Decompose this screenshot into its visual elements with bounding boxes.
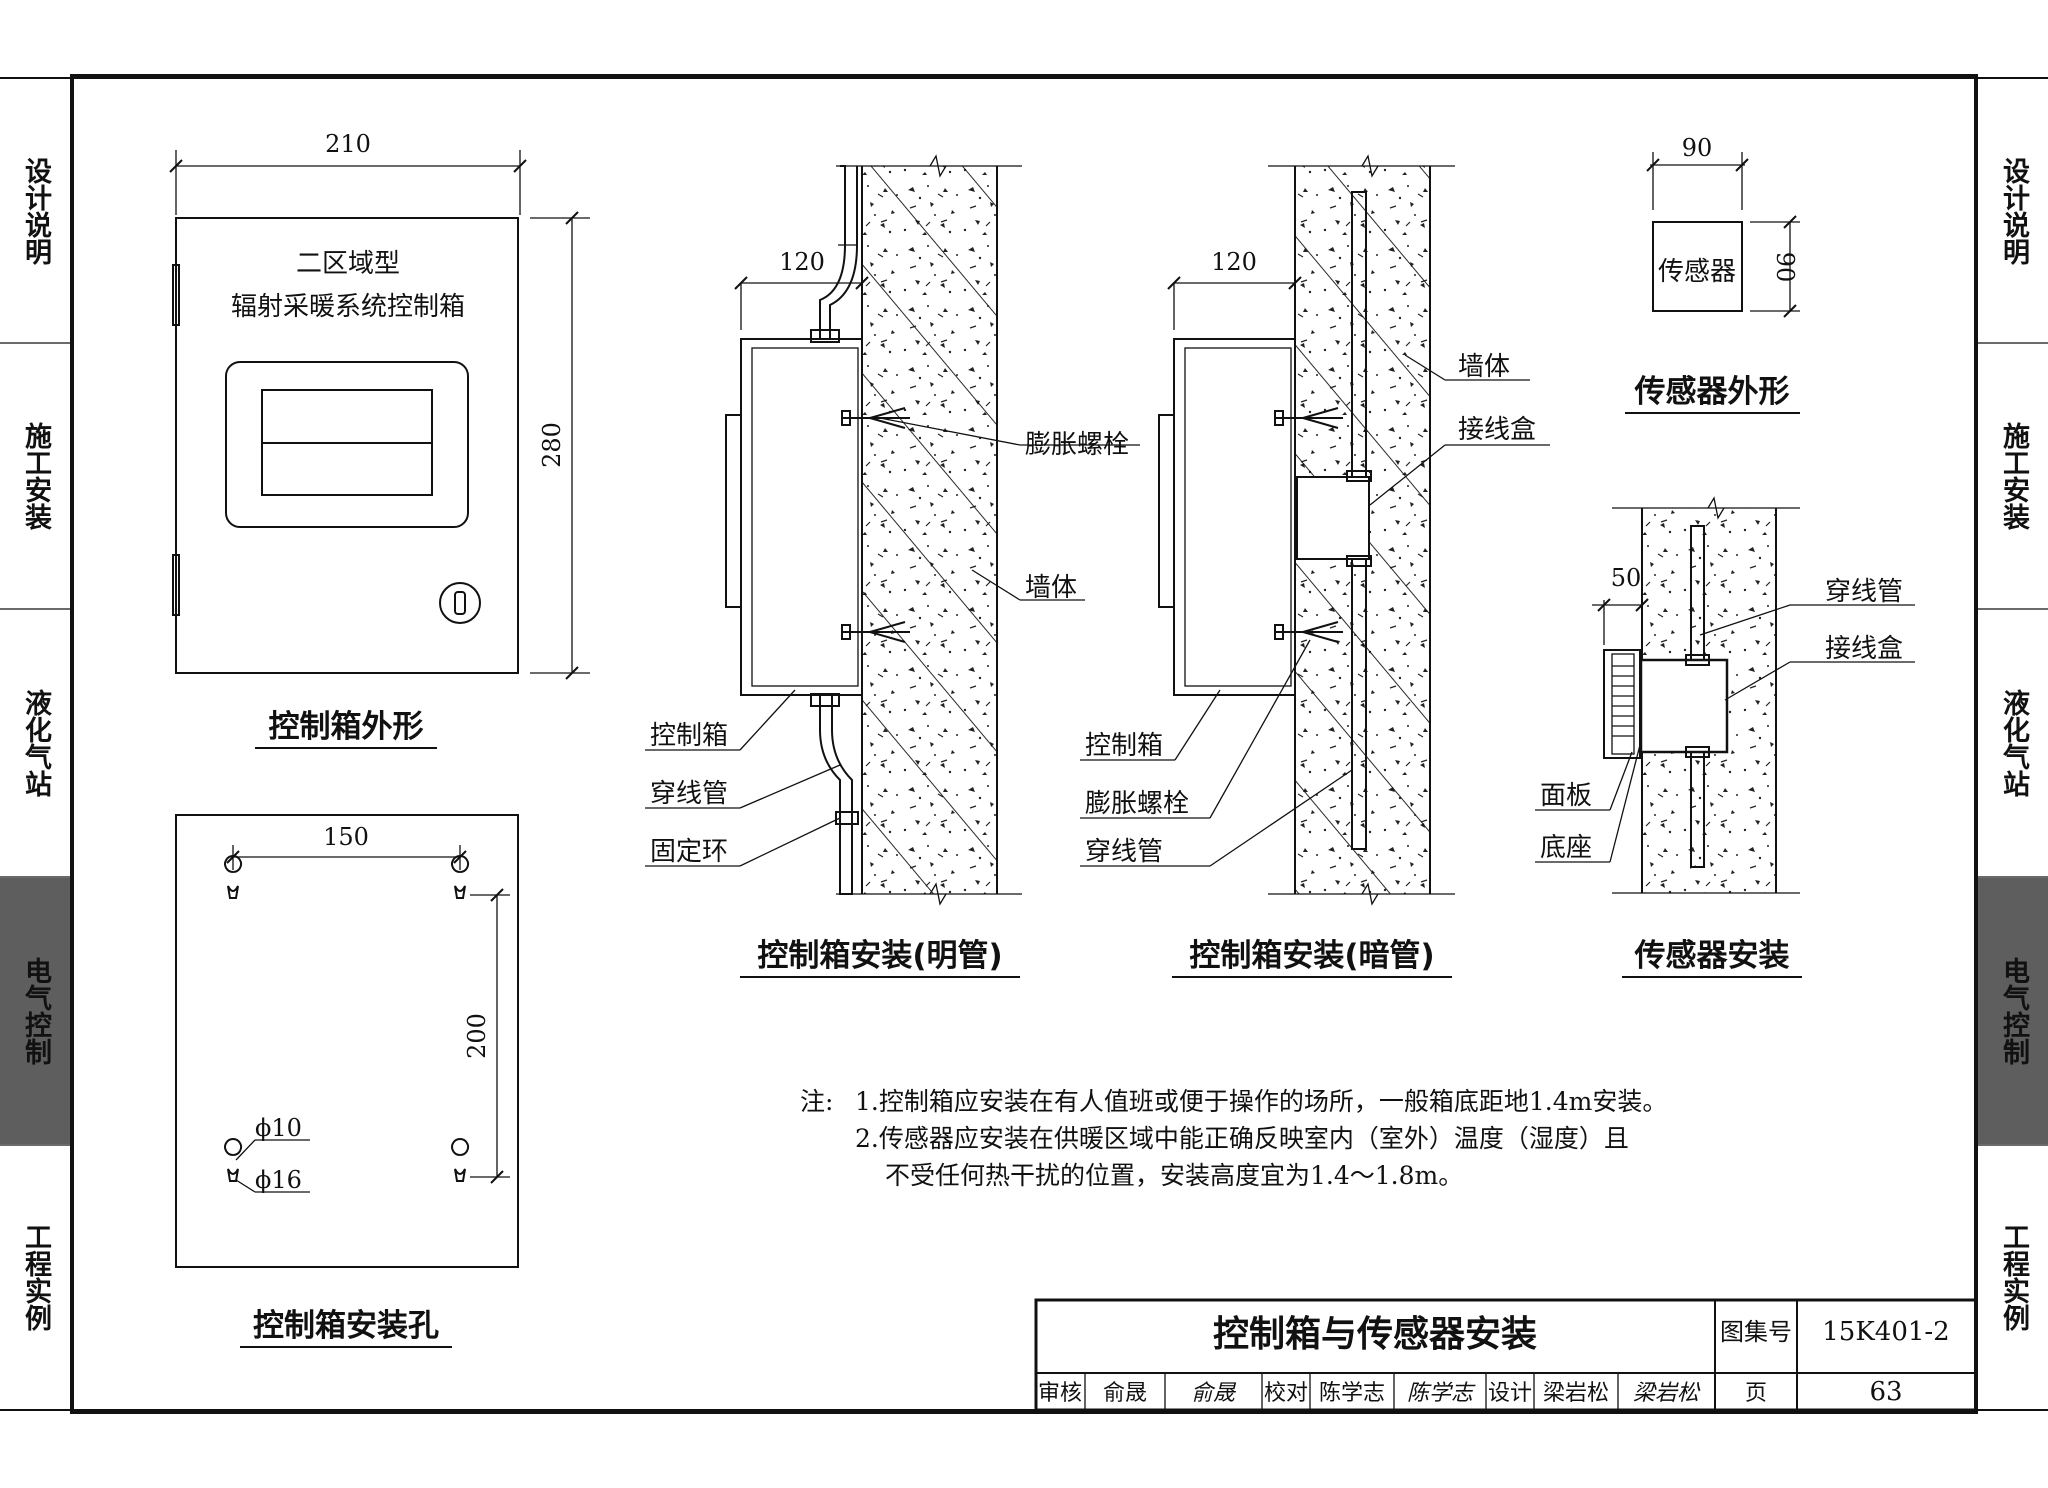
sensor-junction-box [1639,658,1729,754]
sensor-outline [1652,221,1743,312]
drawing-title: 控制箱与传感器安装 [1213,1314,1537,1355]
box-type-line1: 二区域型 [296,249,400,279]
expansion-bolt-bottom [841,621,910,643]
sensor-width-dim: 90 [1682,134,1713,162]
concealed-conduit-bottom [1351,558,1367,850]
concealed-label-bolt: 膨胀螺栓 [1085,789,1189,819]
surface-label-bolt: 膨胀螺栓 [1025,430,1129,460]
concealed-label-wall: 墙体 [1458,352,1510,382]
sensor-conduit-top [1690,525,1705,661]
concealed-box-handle [1158,414,1175,608]
side-tab-electrical-right[interactable]: 电气控制 [1978,878,2048,1144]
sensor-install-view: 50 穿线管 接线盒 面板 底座 传感器安装 [1535,496,1915,978]
concealed-conduit-top [1351,191,1367,478]
box-height-dim: 280 [538,422,566,468]
concealed-label-conduit: 穿线管 [1085,837,1163,867]
review-label: 审核 [1038,1381,1082,1406]
box-front-title: 控制箱外形 [269,709,424,745]
box-type-line2: 辐射采暖系统控制箱 [231,292,465,322]
concealed-bolt-bottom [1274,621,1343,643]
side-tab-design-notes[interactable]: 设计说明 [20,157,51,265]
check-label: 校对 [1264,1381,1308,1406]
surface-label-conduit: 穿线管 [650,779,728,809]
surface-box-handle [725,414,742,608]
mounting-plate-outline [175,814,519,1268]
surface-install-title: 控制箱安装(明管) [757,938,1002,974]
note-3: 不受任何热干扰的位置，安装高度宜为1.4～1.8m。 [885,1161,1463,1190]
surface-dim-120: 120 [779,248,825,276]
design-label: 设计 [1488,1381,1532,1406]
keyhole-bottom-left [224,1138,242,1182]
surface-control-box [740,338,863,696]
sensor-label-jbox: 接线盒 [1825,634,1903,664]
control-box-outline [175,217,519,674]
box-holes-title: 控制箱安装孔 [253,1308,439,1344]
surface-install-view: 120 膨胀螺栓 墙体 控制箱 穿线管 固定环 控制箱安装(明管) [645,154,1140,978]
box-width-dim: 210 [325,130,371,158]
notes: 注: 1.控制箱应安装在有人值班或便于操作的场所，一般箱底距地1.4m安装。 2… [800,1087,1667,1190]
concealed-control-box [1173,338,1296,696]
sensor-shape-title: 传感器外形 [1634,374,1790,410]
side-tab-construction[interactable]: 施工安装 [20,422,51,530]
checker-name: 陈学志 [1319,1381,1385,1406]
sensor-conduit-bottom [1690,751,1705,868]
control-box-holes-view: 150 200 ϕ10 ϕ16 控制箱安装孔 [175,814,519,1348]
hole-phi16-label: ϕ16 [255,1166,302,1194]
keyhole-bottom-right [451,1138,469,1182]
concealed-install-view: 120 墙体 接线盒 控制箱 膨胀螺栓 穿线管 控制箱安装(暗管) [1080,154,1550,978]
hole-phi10-label: ϕ10 [255,1114,302,1142]
reviewer-signature: 俞晟 [1191,1381,1237,1406]
lock-icon [439,582,481,624]
notes-prefix: 注: [800,1087,833,1116]
page-number: 63 [1869,1377,1902,1407]
expansion-bolt-top [841,407,910,429]
atlas-label: 图集号 [1720,1318,1792,1346]
side-tab-construction-right[interactable]: 施工安装 [1998,422,2029,530]
surface-label-box: 控制箱 [650,721,728,751]
keyhole-top-right [451,855,469,899]
note-1: 1.控制箱应安装在有人值班或便于操作的场所，一般箱底距地1.4m安装。 [855,1087,1667,1116]
sensor-label-conduit: 穿线管 [1825,577,1903,607]
reviewer-name: 俞晟 [1103,1381,1147,1406]
designer-signature: 梁岩松 [1633,1381,1701,1406]
sensor-height-dim: 90 [1771,252,1799,283]
surface-conduit-bottom [819,695,853,895]
holes-height-dim: 200 [463,1013,491,1059]
holes-width-dim: 150 [323,823,369,851]
side-tab-lpg-station-right[interactable]: 液化气站 [1998,689,2029,797]
surface-label-wall: 墙体 [1025,573,1077,603]
side-tab-project-cases[interactable]: 工程实例 [20,1223,51,1331]
display-window-frame [225,361,469,528]
designer-name: 梁岩松 [1543,1381,1609,1406]
side-tab-lpg-station[interactable]: 液化气站 [20,689,51,797]
sensor-label: 传感器 [1658,257,1736,287]
side-tab-design-notes-right[interactable]: 设计说明 [1998,157,2029,265]
title-block: 控制箱与传感器安装 图集号 15K401-2 审核 俞晟 俞晟 校对 陈学志 陈… [1034,1298,1978,1412]
surface-conduit-top [819,165,858,340]
atlas-number: 15K401-2 [1822,1317,1949,1347]
page-label: 页 [1745,1381,1767,1406]
keyhole-top-left [224,855,242,899]
sensor-label-panel: 面板 [1540,781,1592,811]
side-tab-project-cases-right[interactable]: 工程实例 [1998,1223,2029,1331]
concealed-junction-box [1296,476,1370,560]
concealed-label-box: 控制箱 [1085,731,1163,761]
concealed-label-jbox: 接线盒 [1458,415,1536,445]
surface-label-ring: 固定环 [650,837,728,867]
fixing-ring [835,811,859,825]
sensor-panel [1603,649,1641,759]
side-tab-electrical[interactable]: 电气控制 [0,878,70,1144]
concealed-bolt-top [1274,407,1343,429]
drawing-border [70,74,1978,1414]
checker-signature: 陈学志 [1407,1381,1476,1406]
control-box-front-view: 210 二区域型 辐射采暖系统控制箱 280 控制箱外形 [169,130,590,749]
sensor-label-base: 底座 [1540,833,1592,863]
note-2: 2.传感器应安装在供暖区域中能正确反映室内（室外）温度（湿度）且 [855,1124,1629,1153]
sensor-dim-50: 50 [1611,564,1642,592]
concealed-install-title: 控制箱安装(暗管) [1189,938,1434,974]
sensor-install-title: 传感器安装 [1634,938,1790,974]
concealed-dim-120: 120 [1211,248,1257,276]
sensor-shape-view: 90 传感器 90 传感器外形 [1625,134,1800,414]
